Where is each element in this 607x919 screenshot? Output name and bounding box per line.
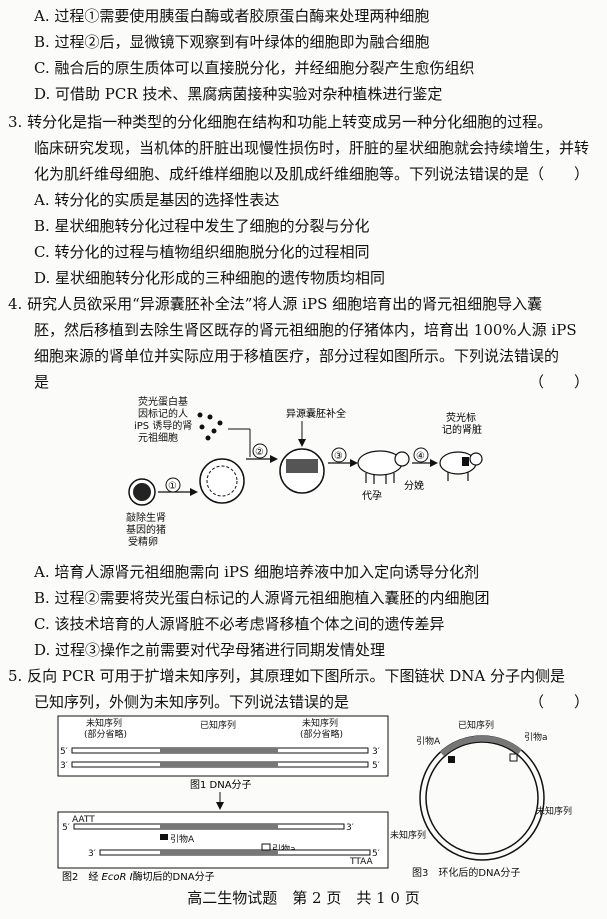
q4-kidney-diagram: 荧光蛋白基 因标记的人 iPS 诱导的肾 元祖细胞 敲除生肾 基因的猪 受精卵 … [126,395,483,548]
fig4-label-ips-4: 元祖细胞 [138,431,178,444]
fig2-caption-enzyme: EcoR Ⅰ [102,872,133,883]
fig4-label-ips-1: 荧光蛋白基 [138,395,188,408]
fig4-egg-nucleus [133,483,151,501]
fig4-step2: ② [255,447,264,458]
q4-stem-line1: 4. 研究人员欲采用“异源囊胚补全法”将人源 iPS 细胞培育出的肾元祖细胞导入… [8,295,543,313]
fig2-primer-A-mark [160,834,168,840]
fig1-end-3-top: 3′ [372,747,380,757]
q2-option-a: A. 过程①需要使用胰蛋白酶或者胶原蛋白酶来处理两种细胞 [34,7,430,25]
fig2-known-bottom [160,850,278,855]
fig3-caption: 图3 环化后的DNA分子 [412,866,520,879]
q3-stem-line2: 临床研究发现，当机体的肝脏出现慢性损伤时，肝脏的星状细胞就会持续增生，并转 [34,139,590,157]
fig4-blastocyst-inner [206,465,238,497]
q5-stem-line2: 已知序列，外侧为未知序列。下列说法错误的是 [34,693,350,711]
q3-answer-paren: （ ） [528,165,589,183]
q4-option-b: B. 过程②需要将荧光蛋白标记的人源肾元祖细胞植入囊胚的内细胞团 [34,589,490,607]
fig2-caption-pre: 图2 经 [62,870,102,883]
fig1-unknown-left-2: (部分省略) [84,728,127,740]
fig4-ips-cells [197,412,223,441]
fig4-label-kidney-1: 荧光标 [446,411,476,424]
fig2-primer-a-upper: 引物A [170,833,195,845]
fig4-step4-circle [413,447,429,463]
fig4-step2-circle [252,443,268,459]
q2-option-b: B. 过程②后，显微镜下观察到有叶绿体的细胞即为融合细胞 [34,33,430,51]
fig4-label-ips-3: iPS 诱导的肾 [134,419,192,432]
fig2-end-3-bottom: 3′ [88,849,96,859]
q4-option-d: D. 过程③操作之前需要对代孕母猪进行同期发情处理 [34,641,386,659]
fig2-primer-a-mark [261,843,271,851]
q3-stem-line1: 3. 转分化是指一种类型的分化细胞在结构和功能上转变成另一种分化细胞的过程。 [8,113,553,131]
fig3-primer-a-mark [509,753,518,762]
fig4-surrogate-pig [357,450,410,484]
q3-option-a: A. 转分化的实质是基因的选择性表达 [34,191,280,209]
fig3-known-arc [439,735,522,757]
fig4-label-egg-2: 基因的猪 [126,523,166,536]
fig4-step1: ① [168,481,177,492]
fig4-step4: ④ [416,451,425,462]
fig1-unknown-right-1: 未知序列 [302,717,338,729]
fig4-label-egg-3: 受精卵 [128,535,158,548]
fig2-end-3-top: 3′ [346,823,354,833]
q3-option-b: B. 星状细胞转分化过程中发生了细胞的分裂与分化 [34,217,370,235]
fig2-end-5-top: 5′ [62,823,70,833]
fig2-caption-post: 酶切后的DNA分子 [133,870,215,883]
fig3-primer-A-mark [448,756,455,763]
fig2-end-5-bottom: 5′ [372,849,380,859]
q3-option-d: D. 星状细胞转分化形成的三种细胞的遗传物质均相同 [34,269,386,287]
fig2-frame [57,811,389,869]
q3-stem-line3: 化为肌纤维母细胞、成纤维样细胞以及肌成纤维细胞等。下列说法错误的是 [34,165,530,183]
fig1-end-5-top: 5′ [60,747,68,757]
fig2-aatt: AATT [72,815,95,825]
fig4-piglet [439,451,483,481]
fig3-primer-a: 引物a [524,731,548,743]
q2-option-c: C. 融合后的原生质体可以直接脱分化，并经细胞分裂产生愈伤组织 [34,59,475,77]
q5-answer-paren: （ ） [528,693,589,711]
fig4-label-birth: 分娩 [404,479,424,492]
q3-option-c: C. 转分化的过程与植物组织细胞脱分化的过程相同 [34,243,370,261]
q4-stem-line2: 胚，然后移植到去除生肾区既存的肾元祖细胞的仔猪体内，培育出 100%人源 iPS [34,321,577,339]
q4-stem-line3: 细胞来源的肾单位并实际应用于移植医疗，部分过程如图所示。下列说法错误的 [34,347,560,365]
fig1-known-top [160,748,278,753]
fig1-end-5-bottom: 5′ [372,761,380,771]
fig2-ttaa: TTAA [349,857,374,867]
fig3-circle-outer [419,735,545,861]
fig4-step3: ③ [334,451,343,462]
q2-option-d: D. 可借助 PCR 技术、黑腐病菌接种实验对杂种植株进行鉴定 [34,85,443,103]
fig4-label-kidney-2: 记的肾脏 [442,423,482,436]
fig4-label-blastocyst: 异源囊胚补全 [286,407,346,420]
fig4-kidney [462,457,469,466]
fig1-caption: 图1 DNA分子 [190,779,252,791]
fig3-unknown-right: 未知序列 [536,805,572,817]
fig4-label-surrogate: 代孕 [362,490,382,502]
fig3-primer-A: 引物A [416,735,441,747]
fig2-caption: 图2 经 EcoR Ⅰ酶切后的DNA分子 [62,870,215,883]
q4-stem-line4: 是 [34,373,50,391]
fig4-step3-circle [331,447,347,463]
q4-option-c: C. 该技术培育的人源肾脏不必考虑肾移植个体之间的遗传差异 [34,615,445,633]
fig1-end-3-bottom: 3′ [60,761,68,771]
fig4-inner-cell-mass [286,459,318,473]
fig1-known: 已知序列 [200,719,236,731]
fig1-unknown-right-2: (部分省略) [300,728,343,740]
fig4-label-ips-2: 因标记的人 [138,407,188,420]
fig1-known-bottom [160,762,278,767]
fig4-step1-circle [165,477,181,493]
q4-option-a: A. 培育人源肾元祖细胞需向 iPS 细胞培养液中加入定向诱导分化剂 [34,563,480,581]
fig1-unknown-left-1: 未知序列 [86,717,122,729]
fig2-known-top [160,824,278,829]
fig3-unknown-left: 未知序列 [390,829,426,841]
q5-stem-line1: 5. 反向 PCR 可用于扩增未知序列，其原理如下图所示。下图链状 DNA 分子… [8,667,566,685]
fig4-label-egg-1: 敲除生肾 [126,511,166,524]
page-footer: 高二生物试题 第 2 页 共 1 0 页 [187,889,420,907]
fig3-circle-inner [425,741,539,855]
q5-pcr-diagram: 未知序列 (部分省略) 已知序列 未知序列 (部分省略) 5′ 3′ 3′ 5′… [57,715,572,883]
q4-answer-paren: （ ） [528,373,589,391]
fig3-known: 已知序列 [458,719,494,731]
